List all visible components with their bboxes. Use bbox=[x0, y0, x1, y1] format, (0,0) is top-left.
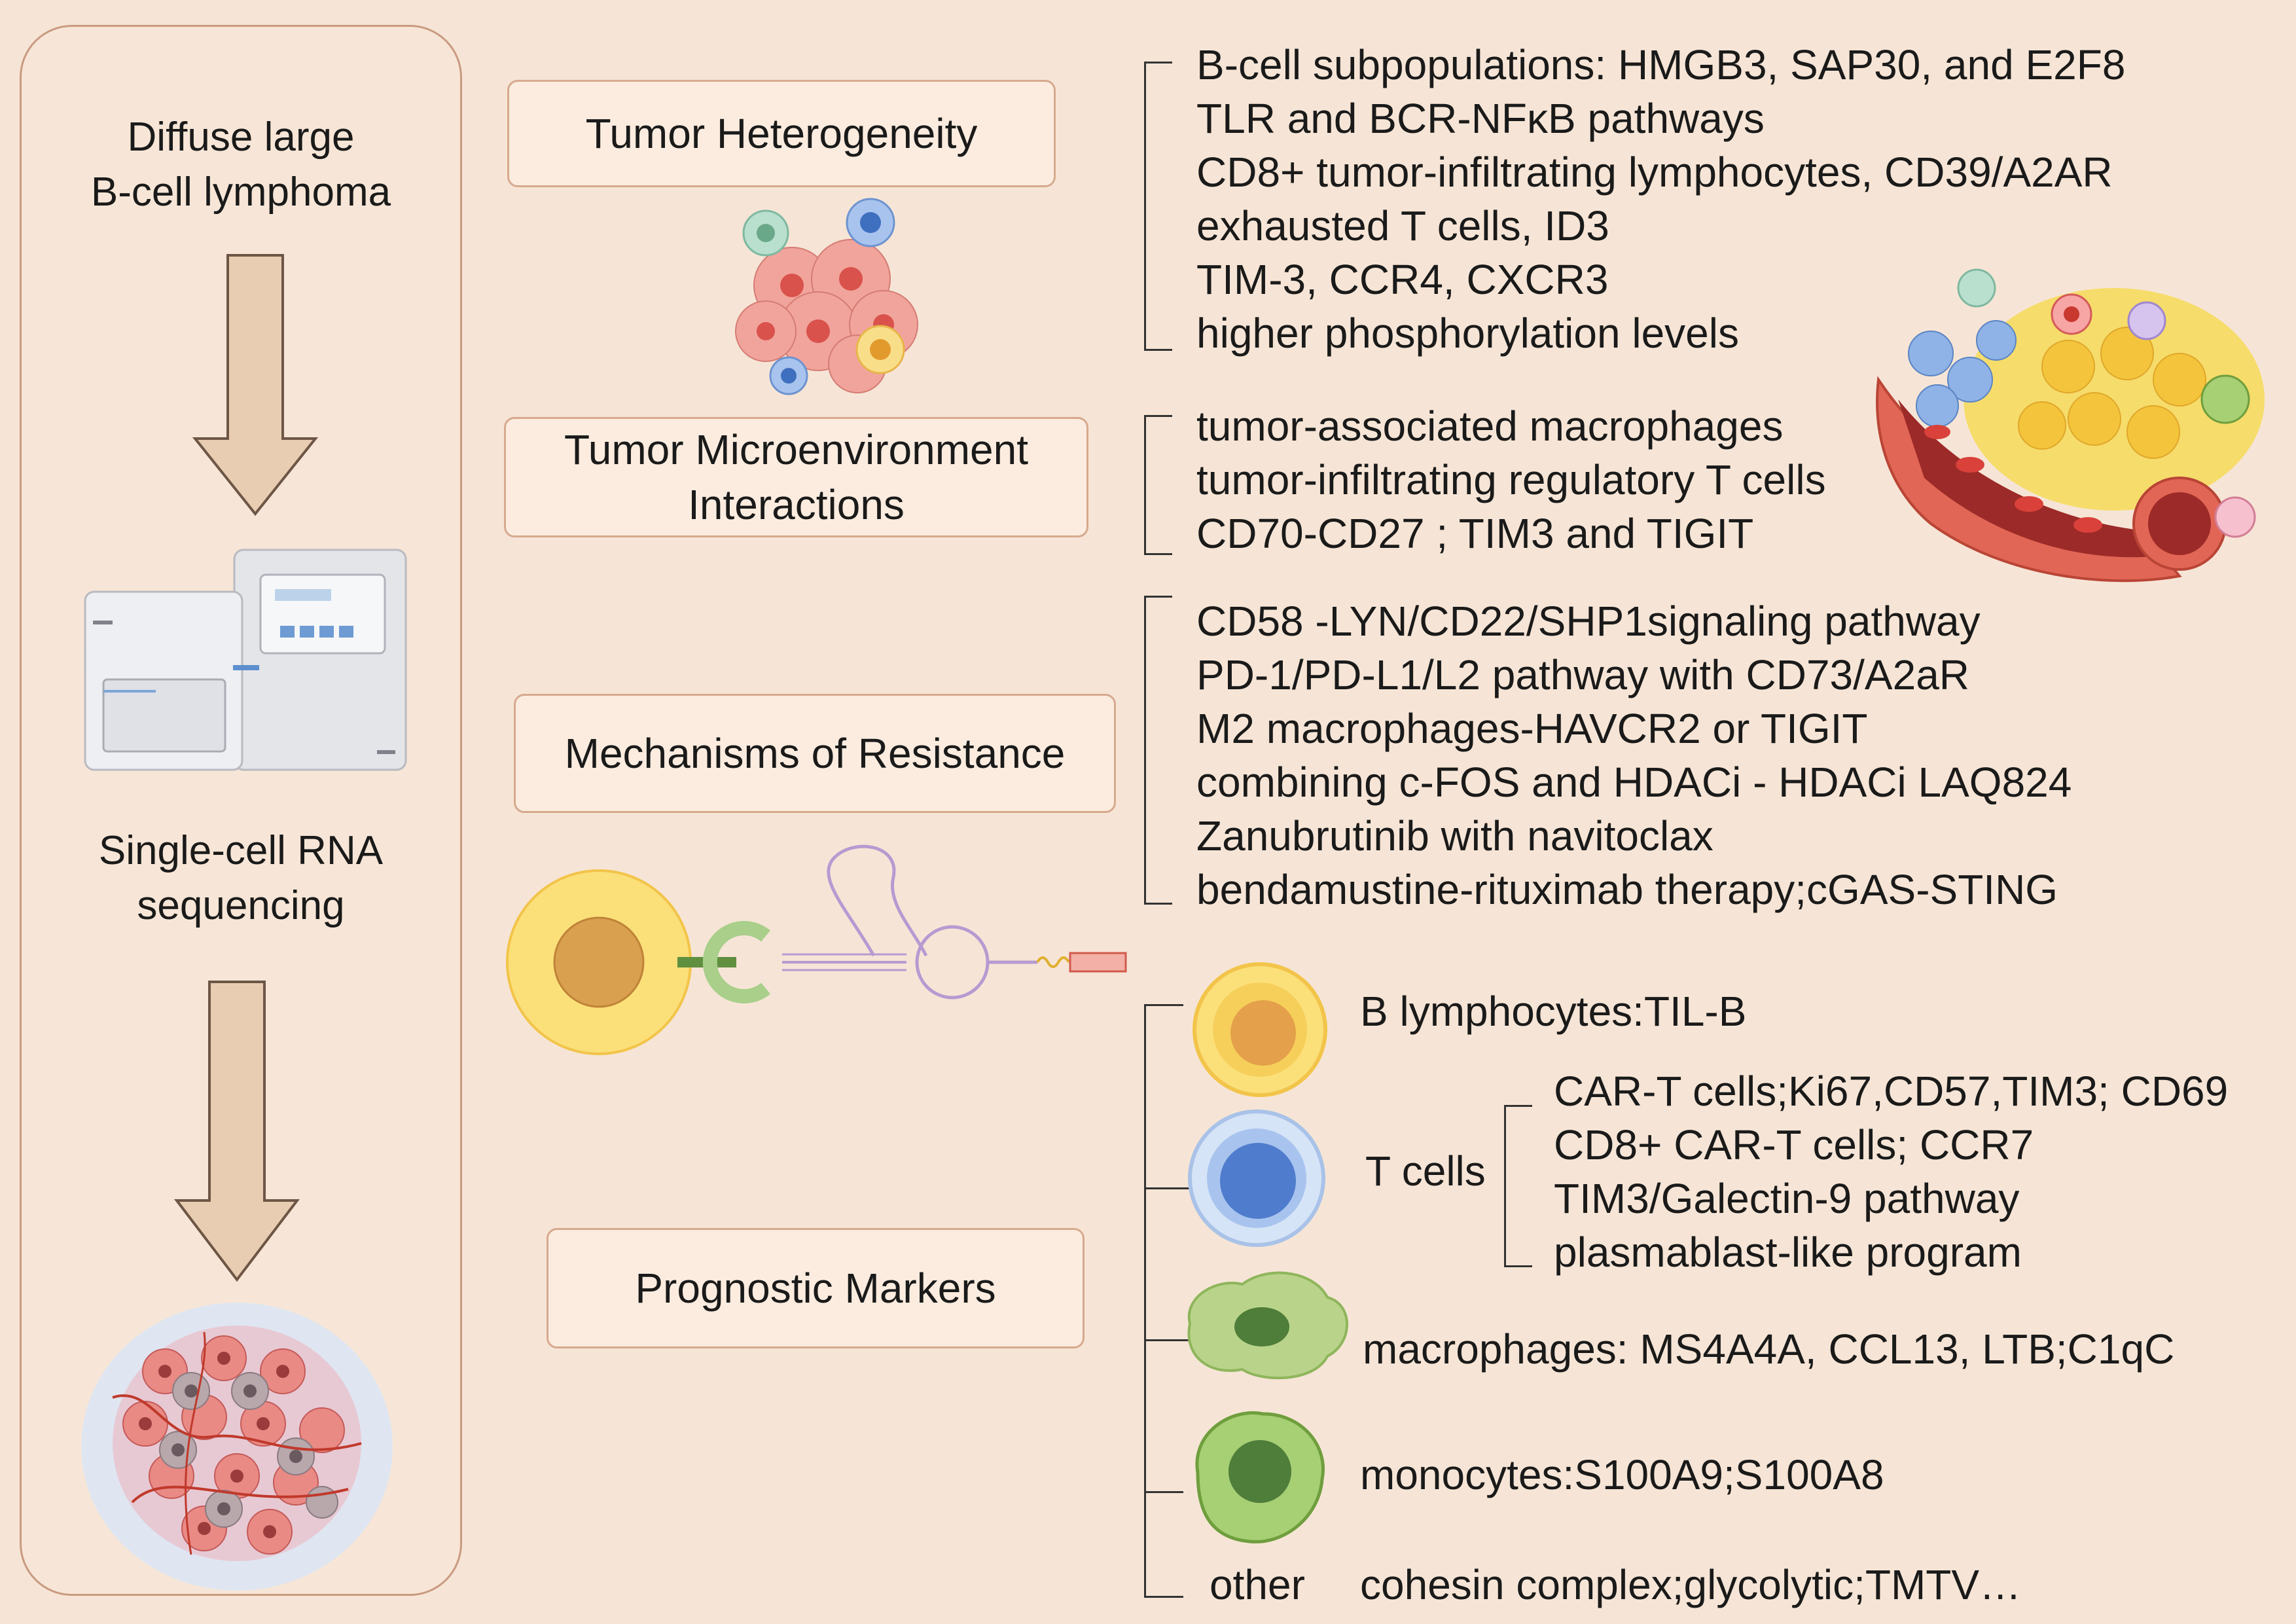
category-label-line2: Interactions bbox=[688, 481, 905, 528]
t-cells-bracket bbox=[1504, 1105, 1532, 1267]
list-item: higher phosphorylation levels bbox=[1196, 310, 1739, 357]
car-construct-icon bbox=[506, 844, 1127, 1055]
t-cells-label: T cells bbox=[1365, 1147, 1486, 1195]
category-label: Mechanisms of Resistance bbox=[564, 730, 1066, 777]
resistance-list: CD58 -LYN/CD22/SHP1signaling pathway PD-… bbox=[1196, 594, 2072, 916]
b-lymphocyte-icon bbox=[1193, 962, 1327, 1097]
down-arrow-icon bbox=[173, 981, 300, 1282]
category-box-tumor-heterogeneity: Tumor Heterogeneity bbox=[507, 80, 1056, 187]
monocyte-icon bbox=[1195, 1411, 1325, 1543]
list-item: TIM3/Galectin-9 pathway bbox=[1554, 1175, 2020, 1222]
list-item: bendamustine-rituximab therapy;cGAS-STIN… bbox=[1196, 866, 2058, 913]
category-label: Prognostic Markers bbox=[635, 1265, 996, 1312]
list-item: CD70-CD27 ; TIM3 and TIGIT bbox=[1196, 510, 1754, 557]
bracket-tick bbox=[1144, 1187, 1199, 1189]
tumor-cell-cluster-icon bbox=[735, 198, 918, 395]
disease-title-line2: B-cell lymphoma bbox=[90, 170, 391, 215]
resistance-bracket bbox=[1144, 596, 1172, 905]
list-item: B-cell subpopulations: HMGB3, SAP30, and… bbox=[1196, 41, 2126, 88]
heterogeneity-list: B-cell subpopulations: HMGB3, SAP30, and… bbox=[1196, 38, 2125, 360]
category-label-line1: Tumor Microenvironment bbox=[564, 426, 1028, 473]
bracket-tick bbox=[1144, 1004, 1183, 1006]
list-item: CAR-T cells;Ki67,CD57,TIM3; CD69 bbox=[1554, 1068, 2229, 1115]
list-item: CD8+ tumor-infiltrating lymphocytes, CD3… bbox=[1196, 149, 2113, 196]
list-item: CD58 -LYN/CD22/SHP1signaling pathway bbox=[1196, 598, 1981, 645]
macrophages-label: macrophages: MS4A4A, CCL13, LTB;C1qC bbox=[1363, 1326, 2175, 1373]
list-item: tumor-infiltrating regulatory T cells bbox=[1196, 456, 1826, 503]
category-label: Tumor Heterogeneity bbox=[585, 110, 978, 157]
bracket-tick bbox=[1144, 1491, 1183, 1493]
bracket-tick bbox=[1144, 1596, 1183, 1598]
t-cell-icon bbox=[1188, 1110, 1325, 1247]
list-item: CD8+ CAR-T cells; CCR7 bbox=[1554, 1121, 2034, 1168]
heterogeneity-bracket bbox=[1144, 62, 1172, 351]
b-lymphocytes-label: B lymphocytes:TIL-B bbox=[1360, 988, 1747, 1035]
bracket-tick bbox=[1144, 1339, 1203, 1341]
list-item: TLR and BCR-NFκB pathways bbox=[1196, 95, 1765, 142]
microenvironment-list: tumor-associated macrophages tumor-infil… bbox=[1196, 399, 1826, 560]
list-item: Zanubrutinib with navitoclax bbox=[1196, 812, 1713, 859]
blood-vessel-icon bbox=[1876, 268, 2265, 583]
disease-title: Diffuse large B-cell lymphoma bbox=[39, 110, 442, 220]
method-label-line2: sequencing bbox=[137, 883, 345, 928]
sequencer-machine-icon bbox=[84, 549, 407, 771]
list-item: TIM-3, CCR4, CXCR3 bbox=[1196, 256, 1609, 303]
other-label: other bbox=[1210, 1561, 1305, 1608]
tumor-tissue-icon bbox=[81, 1303, 393, 1591]
category-label: Tumor Microenvironment Interactions bbox=[564, 422, 1028, 532]
macrophage-icon bbox=[1187, 1271, 1348, 1380]
list-item: tumor-associated macrophages bbox=[1196, 403, 1784, 450]
microenvironment-bracket bbox=[1144, 415, 1172, 555]
prognostic-bracket bbox=[1144, 1004, 1146, 1597]
list-item: M2 macrophages-HAVCR2 or TIGIT bbox=[1196, 705, 1868, 752]
category-box-mechanisms-of-resistance: Mechanisms of Resistance bbox=[514, 694, 1116, 813]
method-label: Single-cell RNA sequencing bbox=[39, 823, 442, 933]
category-box-prognostic-markers: Prognostic Markers bbox=[547, 1228, 1085, 1348]
list-item: combining c-FOS and HDACi - HDACi LAQ824 bbox=[1196, 759, 2072, 806]
disease-title-line1: Diffuse large bbox=[127, 115, 355, 160]
t-cells-list: CAR-T cells;Ki67,CD57,TIM3; CD69 CD8+ CA… bbox=[1554, 1064, 2228, 1279]
monocytes-label: monocytes:S100A9;S100A8 bbox=[1360, 1451, 1884, 1498]
list-item: plasmablast-like program bbox=[1554, 1229, 2022, 1276]
list-item: PD-1/PD-L1/L2 pathway with CD73/A2aR bbox=[1196, 651, 1969, 698]
list-item: exhausted T cells, ID3 bbox=[1196, 202, 1609, 249]
down-arrow-icon bbox=[192, 254, 319, 516]
method-label-line1: Single-cell RNA bbox=[98, 828, 384, 873]
category-box-tumor-microenvironment: Tumor Microenvironment Interactions bbox=[504, 417, 1088, 537]
other-items-label: cohesin complex;glycolytic;TMTV… bbox=[1360, 1561, 2022, 1608]
